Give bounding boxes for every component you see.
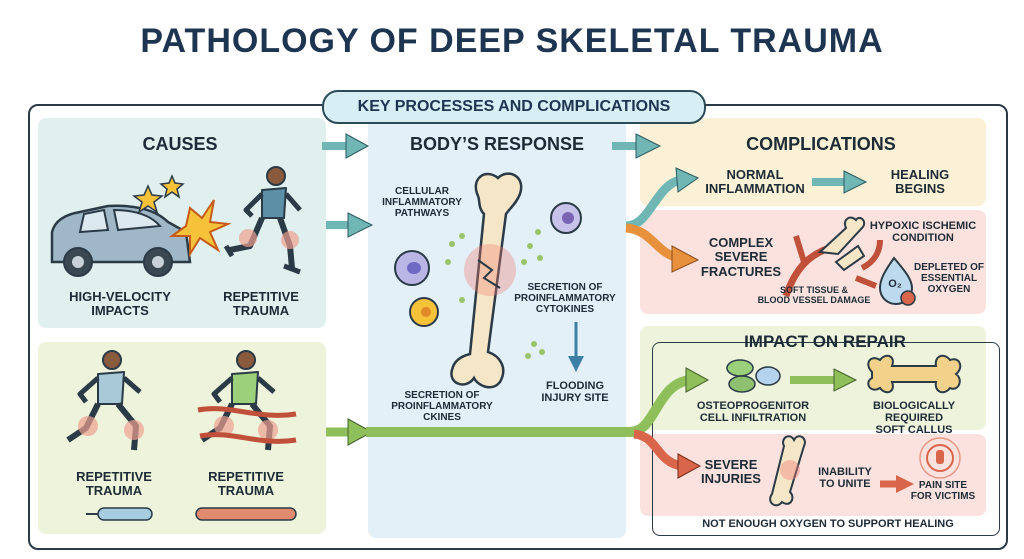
fractured-bone-icon [450,172,523,389]
cellular-label: CELLULAR INFLAMMATORY PATHWAYS [382,186,462,219]
osteoprogenitor-label: OSTEOPROGENITOR CELL INFILTRATION [696,400,810,425]
oxygen-drop-icon [878,256,916,306]
pain-site-icon [919,437,961,479]
normal-inflammation-label: NORMAL INFLAMMATION [705,167,805,197]
vessel-icon-blue [86,507,153,521]
immune-cell-icon [394,250,430,286]
arrow-unite-to-pain [880,475,914,493]
causes-header: CAUSES [142,134,218,154]
repetitive-right-label: REPETITIVE TRAUMA [208,469,284,499]
response-header: BODY’S RESPONSE [409,134,585,154]
o2-label: O₂ [888,278,902,290]
pain-site-label: PAIN SITE FOR VICTIMS [910,480,976,502]
female-runner-icon [197,350,297,451]
arrow-to-normal [625,167,700,231]
repetitive-left-label: REPETITIVE TRAUMA [76,469,152,499]
non-union-bone-icon [769,435,806,507]
soft-tissue-label: SOFT TISSUE & BLOOD VESSEL DAMAGE [757,285,871,305]
broken-bone-icon [817,216,866,272]
soft-callus-label: BIOLOGICALLY REQUIRED SOFT CALLUS [872,400,956,437]
complications-panel [640,118,986,206]
depleted-oxygen-label: DEPLETED OF ESSENTIAL OXYGEN [913,262,984,295]
inability-unite-label: INABILITY TO UNITE [818,466,872,491]
vessel-icon-red [195,507,297,521]
flooding-arrow [568,322,584,372]
subtitle-pill: KEY PROCESSES AND COMPLICATIONS [322,90,706,124]
complex-panel [640,210,986,314]
arrow-response-to-complications [612,133,662,159]
causes-lower-panel [38,342,326,534]
hypoxic-label: HYPOXIC ISCHEMIC CONDITION [869,220,977,245]
soft-callus-bone-icon [867,354,962,394]
arrow-to-complex [625,223,700,273]
repetitive-top-label: REPETITIVE TRAUMA [223,289,299,319]
healing-begins-label: HEALING BEGINS [890,167,950,197]
impacts-label: HIGH-VELOCITY IMPACTS [69,289,171,319]
flooding-label: FLOODING INJURY SITE [541,380,609,405]
page-title: PATHOLOGY OF DEEP SKELETAL TRAUMA [140,22,884,60]
arrow-causes-to-response [322,133,370,159]
secretion-bottom-label: SECRETION OF PROINFLAMMATORY CKINES [391,390,493,423]
complications-header: COMPLICATIONS [746,134,896,154]
runner-icon [223,166,302,275]
arrow-repetitive-to-response [326,418,374,446]
oxygen-footer-label: NOT ENOUGH OXYGEN TO SUPPORT HEALING [702,518,954,530]
macrophage-icon [550,202,582,234]
male-runner-icon [66,350,144,451]
arrow-response-to-repair [366,367,710,479]
car-crash-icon [50,174,232,277]
bacteria-icon [409,297,439,327]
complex-fractures-label: COMPLEX SEVERE FRACTURES [700,235,782,279]
severe-injuries-label: SEVERE INJURIES [701,457,761,487]
arrow-impacts-to-response [326,212,374,238]
cytokine-dots [445,229,545,359]
arrow-normal-to-healing [812,170,868,194]
repair-header: IMPACT ON REPAIR [744,332,906,351]
osteoprogenitor-cells-icon [726,359,781,393]
secretion-right-label: SECRETION OF PROINFLAMMATORY CYTOKINES [514,282,616,315]
arrow-osteo-to-callus [790,368,858,392]
